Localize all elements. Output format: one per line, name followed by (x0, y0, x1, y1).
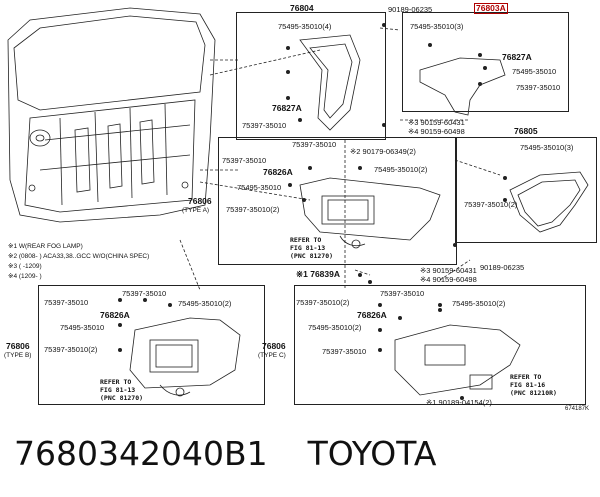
panel-76805 (509, 171, 589, 233)
label-p25: (PNC 81270) (290, 252, 334, 260)
label-b11: (PNC 81270) (100, 394, 144, 402)
panel-76804 (299, 34, 361, 131)
label-c6: 76806 (262, 341, 286, 351)
back-door-illustration (7, 7, 216, 223)
label-p19: 75495-35010 (237, 183, 282, 192)
label-76803A: 76803A (474, 3, 508, 14)
label-p23: REFER TO (290, 236, 322, 244)
label-p12: 75495-35010(3) (520, 143, 574, 152)
frame-76805 (455, 137, 597, 243)
panel-type-b (129, 317, 241, 397)
label-b9: REFER TO (100, 378, 132, 386)
label-c4: 76826A (357, 310, 387, 320)
label-p16: 75397-35010 (222, 156, 267, 165)
label-p3: 75495-35010(3) (410, 22, 464, 31)
label-p8: 75397-35010 (242, 121, 287, 130)
label-p11: 76805 (514, 126, 538, 136)
label-p7: 76827A (272, 103, 302, 113)
label-b1: 75397-35010 (122, 289, 167, 298)
caption: 7680342040B1 TOYOTA (14, 434, 436, 473)
part-number: 7680342040B1 (14, 434, 268, 473)
label-c9: REFER TO (510, 373, 542, 381)
label-b5: 75495-35010 (60, 323, 105, 332)
label-p14: 75397-35010 (292, 140, 337, 149)
label-b7: (TYPE B) (4, 352, 32, 359)
label-p4: 76827A (502, 52, 532, 62)
label-p5: 75495-35010 (512, 67, 557, 76)
note-2: ※2 (0808- ) ACA33,38..GCC W/O(CHINA SPEC… (8, 253, 150, 260)
note-4: ※4 (1209- ) (8, 273, 42, 280)
label-p13: 75397-35010(2) (464, 200, 518, 209)
label-p6: 75397-35010 (516, 83, 561, 92)
label-c8: 75397-35010 (322, 347, 367, 356)
note-3: ※3 ( -1209) (8, 263, 42, 270)
label-p15: ※2 90179-06349(2) (350, 147, 416, 156)
label-b2: 75397-35010 (44, 298, 89, 307)
label-p17: 75495-35010(2) (374, 165, 428, 174)
label-p20: 75397-35010(2) (226, 205, 280, 214)
label-p1: 75495-35010(4) (278, 22, 332, 31)
label-b4: 76826A (100, 310, 130, 320)
figure-id: 674187K (565, 406, 590, 412)
label-c2: 75397-35010(2) (296, 298, 350, 307)
panel-type-c (394, 324, 521, 396)
label-c3: 75495-35010(2) (452, 299, 506, 308)
label-c12: ※1 90189-04154(2) (426, 398, 492, 407)
label-p2: 90189-06235 (388, 5, 433, 14)
brand-name: TOYOTA (307, 434, 437, 473)
panel-76803A (419, 57, 506, 116)
fasteners (118, 23, 507, 400)
label-p10: ※4 90159-60498 (408, 127, 465, 136)
label-p28: ※4 90159-60498 (420, 275, 477, 284)
label-p22: (TYPE A) (182, 207, 210, 214)
label-b3: 75495-35010(2) (178, 299, 232, 308)
label-p29: 90189-06235 (480, 263, 525, 272)
frame-76803A (402, 12, 569, 112)
label-p21: 76806 (188, 196, 212, 206)
label-c5: 75495-35010(2) (308, 323, 362, 332)
label-p18: 76826A (263, 167, 293, 177)
frame-type-a (218, 137, 457, 265)
label-p24: FIG 81-13 (290, 244, 326, 252)
label-c11: (PNC 81210R) (510, 389, 557, 397)
frame-76804 (236, 12, 386, 140)
label-c10: FIG 81-16 (510, 381, 546, 389)
label-p9: ※3 90159-60431 (408, 118, 465, 127)
label-b6: 76806 (6, 341, 30, 351)
frame-type-b (38, 285, 265, 405)
frame-type-c (294, 285, 586, 405)
label-p27: ※3 90159-60431 (420, 266, 477, 275)
panel-type-a (299, 177, 441, 249)
label-c1: 75397-35010 (380, 289, 425, 298)
note-1: ※1 W(REAR FOG LAMP) (8, 243, 83, 250)
label-b8: 75397-35010(2) (44, 345, 98, 354)
parts-diagram (7, 7, 589, 400)
label-p26: ※1 76839A (296, 269, 340, 279)
label-b10: FIG 81-13 (100, 386, 136, 394)
leader-lines (179, 27, 501, 291)
label-c7: (TYPE C) (258, 352, 286, 359)
label-76804: 76804 (290, 3, 314, 13)
